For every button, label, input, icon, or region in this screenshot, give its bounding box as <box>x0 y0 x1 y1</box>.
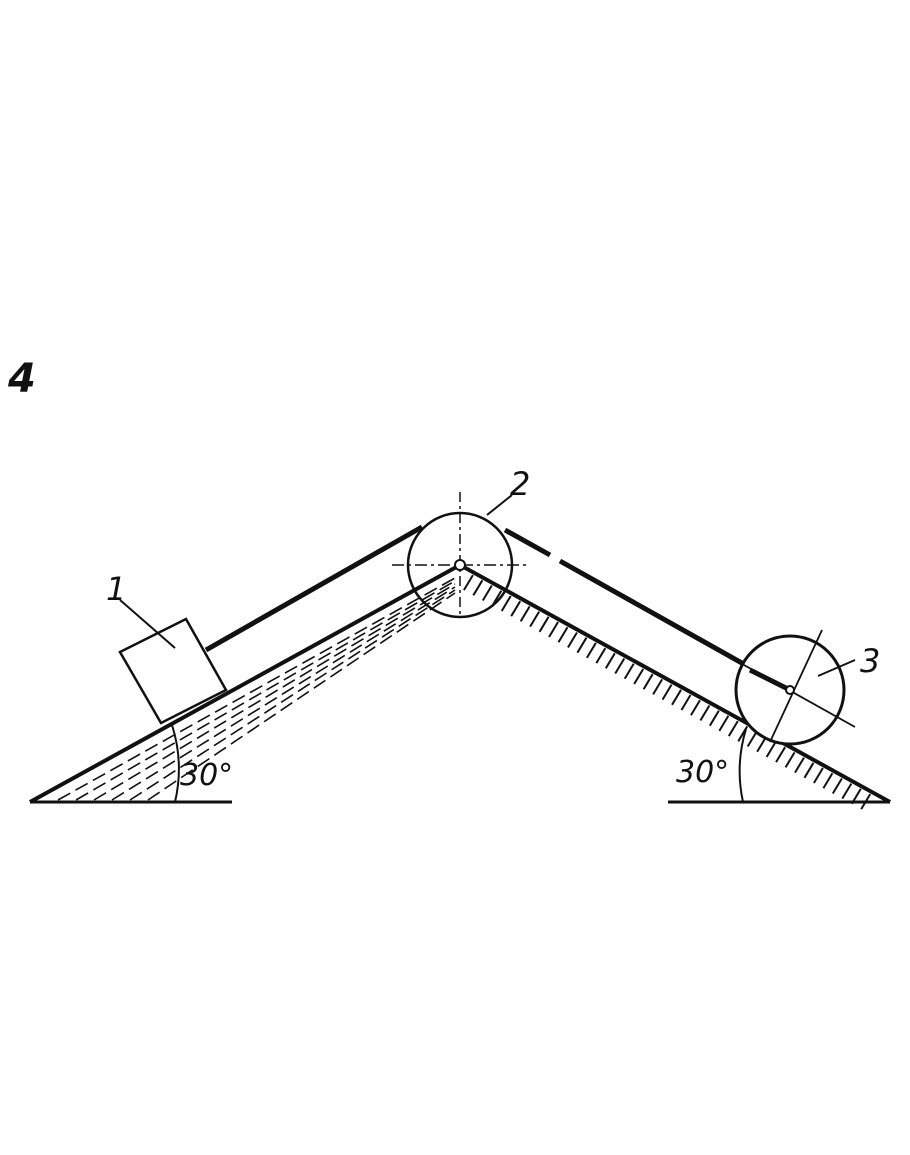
body-1-block <box>118 617 228 725</box>
pulley-2-label: 2 <box>510 465 530 503</box>
wheel-axle <box>785 685 795 695</box>
figure-number: 4 <box>7 356 36 402</box>
hatch-tick <box>850 788 862 805</box>
hatch-tick <box>652 678 663 695</box>
hatch-tick <box>519 605 531 622</box>
hatch-tick <box>481 585 493 602</box>
hatch-tick <box>633 668 645 685</box>
hatch-tick <box>718 715 730 732</box>
hatch-tick <box>699 704 711 721</box>
hatch-tick <box>803 762 815 779</box>
hatch-tick <box>813 767 824 784</box>
rope <box>204 524 792 693</box>
hatch-tick <box>775 746 786 763</box>
hatch-line <box>93 583 456 801</box>
hatch-tick <box>595 647 607 664</box>
hatch-tick <box>690 699 701 716</box>
wheel-3-leader <box>817 659 856 677</box>
hatch-tick <box>586 642 597 659</box>
hatch-tick <box>784 751 796 768</box>
hatch-tick <box>831 777 843 794</box>
hatch-tick <box>567 631 578 648</box>
hatch-line <box>111 586 456 801</box>
hatch-tick <box>746 731 758 748</box>
hatch-tick <box>548 621 559 638</box>
angle-right-label: 30° <box>676 755 729 790</box>
body-1-leader <box>119 599 176 649</box>
hatch-tick <box>510 600 522 617</box>
hatch-tick <box>765 741 777 758</box>
hatch-tick <box>794 757 805 774</box>
hatch-tick <box>642 673 654 690</box>
hatch-tick <box>860 793 872 810</box>
angle-arcs <box>171 724 747 803</box>
hatch-tick <box>671 689 682 706</box>
hatch-tick <box>737 725 749 742</box>
hatch-tick <box>576 637 588 654</box>
hatch-tick <box>614 658 626 675</box>
angle-left-label: 30° <box>180 758 233 793</box>
hatch-tick <box>623 663 635 680</box>
body-1-label: 1 <box>106 570 126 608</box>
hatch-tick <box>661 684 673 701</box>
hatch-line <box>57 577 456 801</box>
pulley-2-leader <box>486 494 513 516</box>
hatch-tick <box>529 611 540 628</box>
hatch-tick <box>841 783 853 800</box>
hatch-tick <box>709 710 720 727</box>
hatch-tick <box>604 652 616 669</box>
wheel-3-label: 3 <box>860 642 880 680</box>
hatch-tick <box>538 616 550 633</box>
hatch-tick <box>472 579 484 596</box>
hatch-line <box>129 589 456 801</box>
wheel-3 <box>734 629 856 746</box>
hatch-tick <box>463 574 474 591</box>
hatch-line <box>75 580 456 801</box>
left-incline-hatching <box>57 577 456 801</box>
pulley-2 <box>392 492 530 619</box>
hatch-tick <box>557 626 569 643</box>
hatch-tick <box>680 694 692 711</box>
hatch-tick <box>727 720 739 737</box>
hatch-tick <box>500 595 512 612</box>
hatch-line <box>147 592 456 801</box>
pulley-axle <box>454 559 466 571</box>
hatch-tick <box>822 772 834 789</box>
